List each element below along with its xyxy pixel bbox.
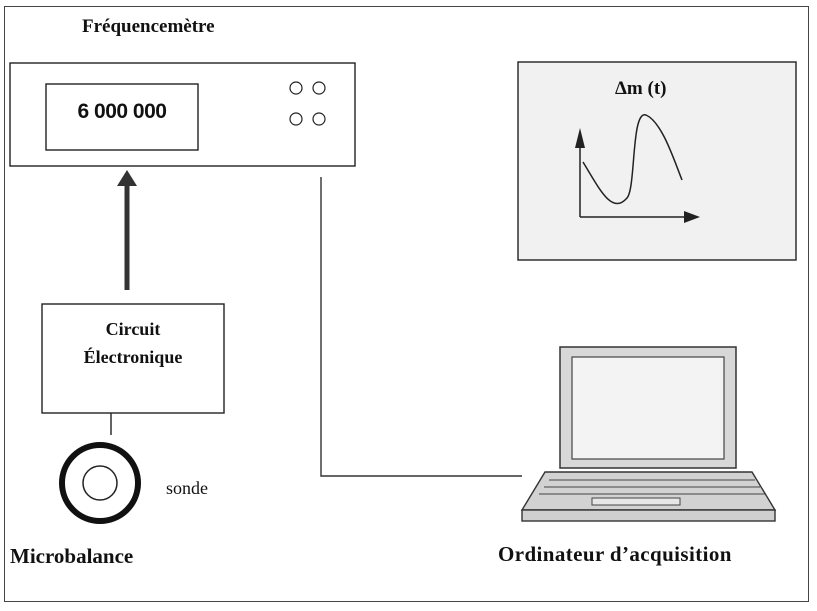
graph-y-arrow-icon [575,128,585,148]
electronic-circuit-box [41,303,225,414]
knob-icon [289,81,303,95]
signal-arrowhead-icon [117,170,137,186]
microbalance-label: Microbalance [10,544,134,568]
electronic-circuit-line2: Électronique [83,347,183,367]
frequency-display [45,83,199,151]
data-cable [320,177,522,477]
graph-x-arrow-icon [684,211,700,223]
laptop-front-edge [521,509,776,522]
probe-label: sonde [166,478,208,498]
electronic-circuit-line1: Circuit [105,319,161,339]
frequency-meter-title: Fréquencemètre [82,16,215,37]
laptop-screen [571,356,725,460]
graph-panel [517,61,797,261]
frequency-display-value: 6 000 000 [77,100,167,123]
graph-curve [582,114,683,205]
knob-icon [312,81,326,95]
electronic-circuit-label: Circuit Électronique [42,315,224,371]
knob-icon [312,112,326,126]
diagram-frame [4,6,809,602]
computer-label: Ordinateur d’acquisition [498,542,732,566]
graph-label: Δm (t) [615,78,667,99]
probe-inner-ring [82,465,118,501]
laptop-touchpad [591,497,681,506]
knob-icon [289,112,303,126]
